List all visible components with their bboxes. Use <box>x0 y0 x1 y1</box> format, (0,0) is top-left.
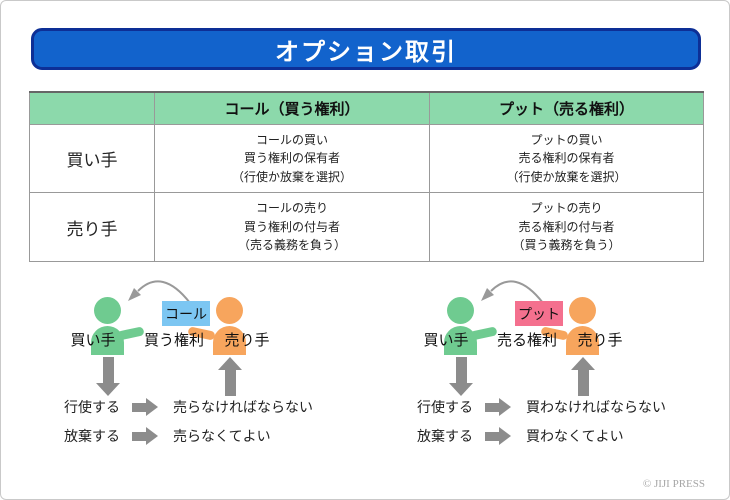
right-label: 売る権利 <box>496 332 557 349</box>
action-label: 放棄する <box>417 428 473 444</box>
result-label: 売らなければならない <box>173 399 313 415</box>
cell-seller-call: コールの売り 買う権利の付与者 （売る義務を負う） <box>154 192 430 263</box>
seller-person-icon <box>187 297 257 355</box>
cell-line: コールの売り <box>255 201 328 216</box>
buyer-head-icon <box>94 297 121 324</box>
buyer-person-icon <box>81 297 145 355</box>
seller-label: 売り手 <box>577 332 623 349</box>
result-label: 買わなければならない <box>526 399 666 415</box>
cell-line: 買う権利の保有者 <box>243 151 340 166</box>
transfer-curve-arrow-icon <box>481 280 544 304</box>
seller-up-arrow-icon <box>218 357 242 396</box>
seller-label: 売り手 <box>224 332 270 349</box>
cell-line: （売る義務を負う） <box>237 238 346 253</box>
seller-head-icon <box>216 297 243 324</box>
cell-line: 買う権利の付与者 <box>243 219 340 234</box>
action-label: 放棄する <box>64 428 120 444</box>
seller-torso-icon <box>213 326 246 355</box>
transfer-curve-arrow-icon <box>128 280 191 304</box>
outcome-row-abandon: 放棄する 売らなくてよい <box>64 426 271 446</box>
table-row-seller: 売り手 コールの売り 買う権利の付与者 （売る義務を負う） プットの売り 売る権… <box>29 192 704 263</box>
outcome-row-exercise: 行使する 買わなければならない <box>417 397 666 417</box>
outcome-row-abandon: 放棄する 買わなくてよい <box>417 426 624 446</box>
row-label-buyer: 買い手 <box>29 123 155 194</box>
outcome-row-exercise: 行使する 売らなければならない <box>64 397 313 417</box>
seller-up-arrow-icon <box>571 357 595 396</box>
cell-line: プットの買い <box>530 132 603 147</box>
buyer-down-arrow-icon <box>96 357 120 396</box>
table-row-buyer: 買い手 コールの買い 買う権利の保有者 （行使か放棄を選択） プットの買い 売る… <box>29 123 704 194</box>
buyer-label: 買い手 <box>70 332 116 349</box>
cell-line: （行使か放棄を選択） <box>231 169 352 184</box>
call-option-box: コール <box>162 301 210 326</box>
put-option-box: プット <box>515 301 563 326</box>
right-label: 買う権利 <box>143 332 204 349</box>
table-header-call: コール（買う権利） <box>154 91 430 125</box>
action-label: 行使する <box>64 399 120 415</box>
seller-head-icon <box>569 297 596 324</box>
put-diagram: プット 買い手 売る権利 売り手 行使する 買わなければならない 放棄する 買わ… <box>409 280 729 463</box>
right-arrow-icon <box>485 398 511 416</box>
buyer-down-arrow-icon <box>449 357 473 396</box>
cell-line: 売る権利の付与者 <box>518 219 615 234</box>
right-arrow-icon <box>132 398 158 416</box>
buyer-person-icon <box>434 297 498 355</box>
right-arrow-icon <box>485 427 511 445</box>
result-label: 売らなくてよい <box>173 428 271 444</box>
cell-seller-put: プットの売り 売る権利の付与者 （買う義務を負う） <box>429 192 704 263</box>
call-diagram: コール 買い手 買う権利 売り手 行使する 売らなければならない 放棄する 売ら… <box>56 280 386 463</box>
action-label: 行使する <box>417 399 473 415</box>
seller-torso-icon <box>566 326 599 355</box>
cell-buyer-call: コールの買い 買う権利の保有者 （行使か放棄を選択） <box>154 123 430 194</box>
buyer-head-icon <box>447 297 474 324</box>
table-header-put: プット（売る権利） <box>429 91 704 125</box>
cell-line: 売る権利の保有者 <box>518 151 615 166</box>
seller-person-icon <box>540 297 610 355</box>
table-header-blank <box>29 91 155 125</box>
page-title: オプション取引 <box>275 38 457 66</box>
cell-line: コールの買い <box>255 132 328 147</box>
cell-line: （買う義務を負う） <box>512 238 621 253</box>
options-table: コール（買う権利） プット（売る権利） 買い手 コールの買い 買う権利の保有者 … <box>29 91 704 263</box>
buyer-label: 買い手 <box>423 332 469 349</box>
result-label: 買わなくてよい <box>526 428 624 444</box>
row-label-seller: 売り手 <box>29 192 155 263</box>
cell-line: （行使か放棄を選択） <box>506 169 627 184</box>
right-arrow-icon <box>132 427 158 445</box>
cell-line: プットの売り <box>530 201 603 216</box>
table-header-row: コール（買う権利） プット（売る権利） <box>29 91 704 125</box>
title-banner: オプション取引 <box>31 28 701 70</box>
cell-buyer-put: プットの買い 売る権利の保有者 （行使か放棄を選択） <box>429 123 704 194</box>
copyright-notice: © JIJI PRESS <box>642 478 705 490</box>
